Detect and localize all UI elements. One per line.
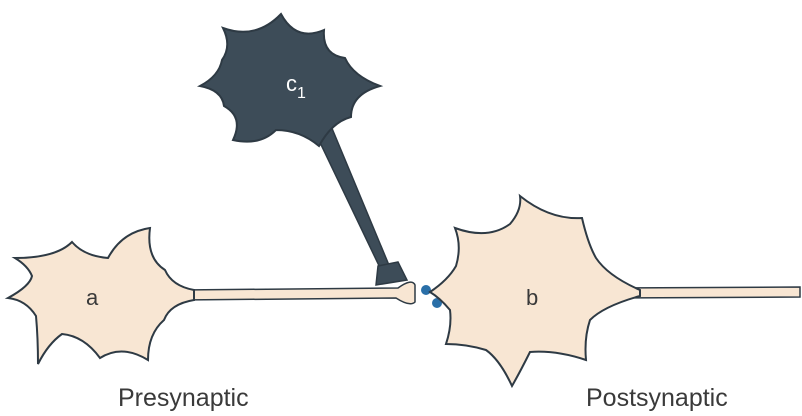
presynaptic-neuron: a [8, 228, 415, 364]
postsynaptic-neuron: b [430, 196, 800, 386]
presynaptic-axon [180, 282, 415, 304]
modulatory-axon [315, 126, 391, 274]
vesicle [421, 285, 431, 295]
presynaptic-caption: Presynaptic [118, 384, 249, 412]
presynaptic-soma [8, 228, 194, 364]
modulatory-neuron: c1 [200, 14, 407, 285]
postsynaptic-label: b [526, 285, 538, 310]
presynaptic-label: a [86, 285, 99, 310]
postsynaptic-caption: Postsynaptic [586, 384, 728, 412]
modulatory-axon-terminal [376, 262, 407, 285]
modulatory-label-subscript: 1 [297, 85, 306, 102]
